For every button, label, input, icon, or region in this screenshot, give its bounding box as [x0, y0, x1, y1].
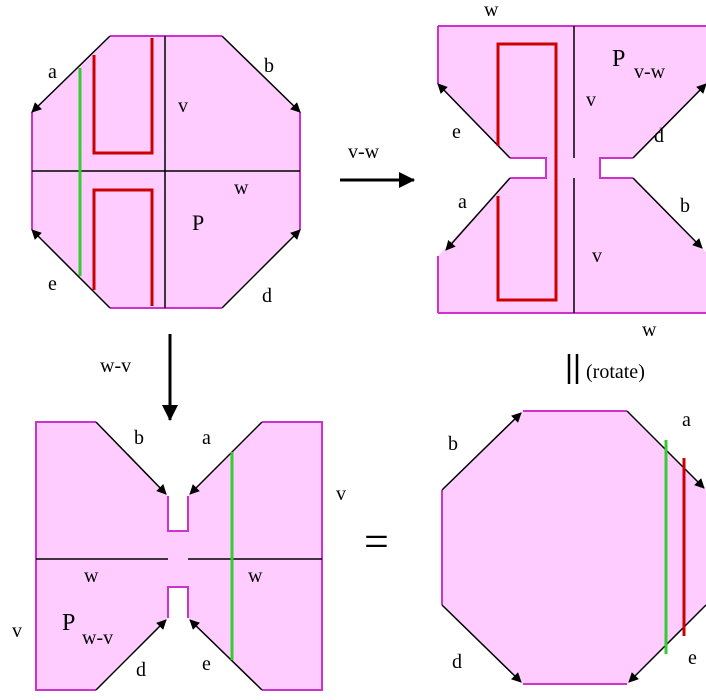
red-curve-upper [92, 38, 154, 155]
label-v-left: v [12, 620, 22, 642]
label-p: P [612, 46, 625, 72]
label-d: d [136, 659, 146, 681]
polygon-p-v-w-group: w P v-w v e d a b v w [437, 0, 706, 341]
polygon-p-w-v-group: b a v w w v P w-v d e [12, 421, 346, 691]
polygon-p [32, 36, 300, 308]
polygon-p-group: a b e d v w P [31, 35, 301, 309]
edge-d-arrow [632, 83, 706, 159]
transition-w-v: w-v [100, 334, 178, 421]
label-b: b [448, 433, 458, 455]
rotate-mark: (rotate) [567, 354, 645, 384]
label-a: a [48, 61, 57, 83]
edge-d-arrow [95, 619, 167, 691]
label-v-w: v-w [348, 141, 380, 163]
edge-d-arrow [441, 604, 522, 683]
label-a: a [202, 427, 211, 449]
label-d: d [452, 651, 462, 673]
edge-d-arrow [221, 229, 301, 309]
polygon-rotated [442, 411, 706, 684]
red-curve-lower [92, 188, 154, 306]
label-b: b [134, 427, 144, 449]
polygon-rotated-group: b a d e [441, 409, 706, 685]
edge-b-arrow [632, 177, 703, 249]
label-a: a [458, 191, 467, 213]
polygon-p-v-w [438, 26, 706, 313]
label-p-subscript: w-v [82, 627, 113, 649]
label-p: P [192, 210, 204, 235]
label-w-top: w [484, 0, 499, 21]
edge-a-arrow [189, 421, 263, 495]
label-e: e [202, 653, 211, 675]
label-p-subscript: v-w [634, 61, 666, 83]
polygon-p-w-v [36, 422, 322, 690]
label-e: e [48, 273, 57, 295]
label-e: e [688, 647, 697, 669]
red-curve [496, 42, 558, 302]
label-p: P [62, 610, 75, 636]
label-e: e [452, 121, 461, 143]
polygon-p-w-v-sides [35, 421, 323, 691]
label-d: d [262, 285, 272, 307]
polygon-p-v-w-sides [437, 25, 706, 314]
edge-a-arrow [445, 177, 511, 251]
label-v: v [178, 95, 188, 117]
label-a: a [682, 409, 691, 431]
equals-sign: = [364, 517, 389, 566]
label-w-bottom: w [642, 319, 657, 341]
transition-v-w: v-w [340, 141, 415, 188]
label-v-upper: v [586, 89, 596, 111]
edge-b-arrow [441, 412, 522, 491]
label-w: w [234, 177, 249, 199]
edge-b-arrow [95, 421, 167, 495]
edge-e-arrow [189, 619, 263, 691]
label-rotate: (rotate) [586, 361, 645, 383]
label-b: b [264, 55, 274, 77]
edge-e-arrow [31, 229, 111, 309]
edge-a-arrow [31, 35, 111, 113]
edge-b-arrow [221, 35, 301, 113]
polygon-rotated-sides [441, 410, 627, 685]
label-v-right: v [336, 483, 346, 505]
label-v-lower: v [592, 245, 602, 267]
label-w-v: w-v [100, 355, 131, 377]
label-d: d [654, 125, 664, 147]
label-b: b [680, 195, 690, 217]
label-w-right: w [248, 565, 263, 587]
label-w-left: w [84, 565, 99, 587]
